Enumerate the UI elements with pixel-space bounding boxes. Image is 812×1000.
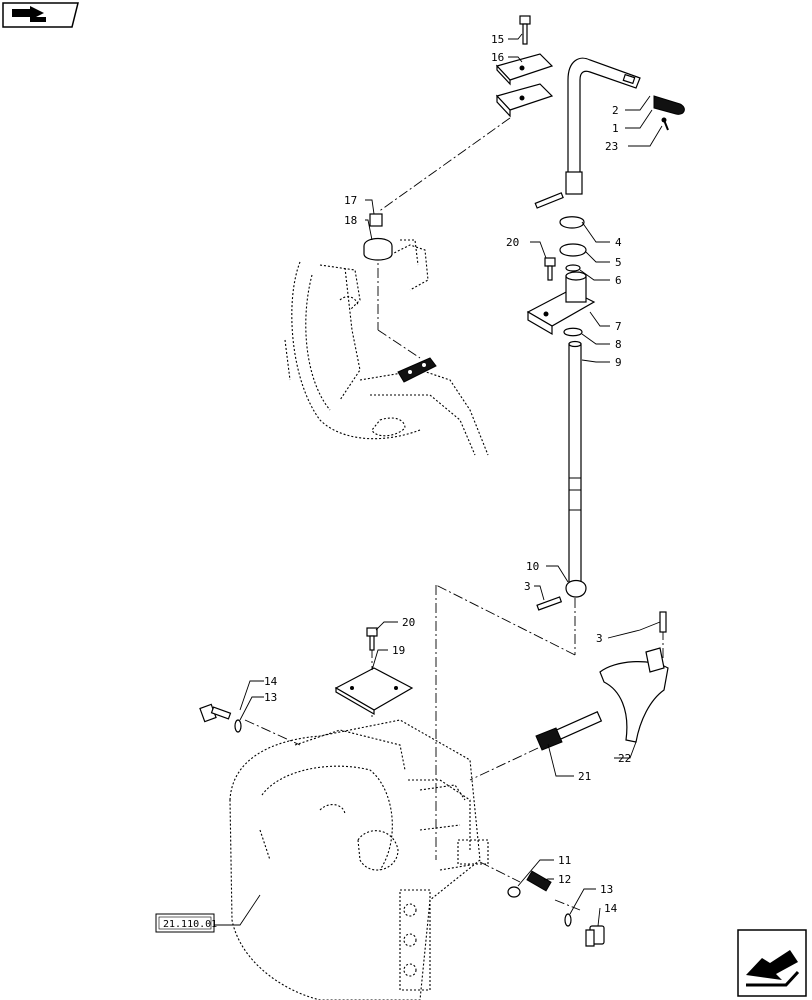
callout-6: 6 — [615, 274, 622, 287]
callout-17: 17 — [344, 194, 357, 207]
callout-10: 10 — [526, 560, 539, 573]
next-page-icon[interactable] — [737, 929, 807, 997]
bolt-20-upper — [544, 257, 556, 281]
lever-2 — [565, 57, 685, 195]
bolt-15 — [519, 15, 531, 45]
callout-2: 2 — [612, 104, 619, 117]
washer-13-upper — [234, 719, 242, 733]
leader-lines — [214, 33, 663, 927]
callout-21: 21 — [578, 770, 591, 783]
callout-16: 16 — [491, 51, 504, 64]
callout-20-lower: 20 — [402, 616, 415, 629]
reference-box[interactable]: 21.110.01 — [155, 913, 217, 933]
support-7 — [526, 271, 596, 336]
callout-4: 4 — [615, 236, 622, 249]
washer-13-lower — [564, 913, 572, 927]
callout-18: 18 — [344, 214, 357, 227]
callout-13-upper: 13 — [264, 691, 277, 704]
callout-9: 9 — [615, 356, 622, 369]
callout-23: 23 — [605, 140, 618, 153]
callout-14-lower: 14 — [604, 902, 618, 915]
callout-19: 19 — [392, 644, 405, 657]
pin-3-lower — [659, 611, 667, 633]
screw-23 — [661, 117, 669, 131]
bushing-18 — [363, 237, 393, 261]
bracket-plate — [397, 357, 437, 383]
callout-22: 22 — [618, 752, 631, 765]
callout-5: 5 — [615, 256, 622, 269]
pin-3-upper — [536, 596, 563, 611]
collar-10 — [565, 579, 587, 598]
plate-16 — [495, 53, 554, 118]
bolt-14-upper — [199, 703, 232, 723]
callout-20-upper: 20 — [506, 236, 519, 249]
cover-19 — [334, 667, 414, 716]
bolt-20-lower — [366, 627, 378, 651]
shift-rod-21 — [535, 711, 603, 751]
callout-11: 11 — [558, 854, 571, 867]
callout-labels: 15 16 2 1 23 17 18 4 20 5 6 7 8 9 10 3 2… — [264, 33, 631, 915]
plug-11 — [507, 886, 521, 898]
spring-12 — [526, 870, 552, 892]
upper-housing-outline — [284, 239, 489, 456]
callout-3-lower: 3 — [596, 632, 603, 645]
plug-14-lower — [585, 925, 605, 947]
rings-4-5-6 — [559, 216, 587, 272]
fork-22 — [599, 647, 669, 743]
ring-8 — [563, 327, 583, 337]
callout-15: 15 — [491, 33, 504, 46]
alignment-lines — [244, 117, 664, 911]
shaft-9 — [568, 340, 582, 583]
callout-8: 8 — [615, 338, 622, 351]
callout-13-lower: 13 — [600, 883, 613, 896]
bushing-17 — [369, 213, 383, 227]
callout-14-upper: 14 — [264, 675, 278, 688]
callout-12: 12 — [558, 873, 571, 886]
callout-7: 7 — [615, 320, 622, 333]
reference-box-label: 21.110.01 — [163, 919, 217, 930]
roll-pin — [534, 192, 564, 209]
page-back-icon[interactable] — [2, 2, 79, 28]
callout-1: 1 — [612, 122, 619, 135]
transmission-housing — [229, 719, 489, 1000]
callout-3-upper: 3 — [524, 580, 531, 593]
